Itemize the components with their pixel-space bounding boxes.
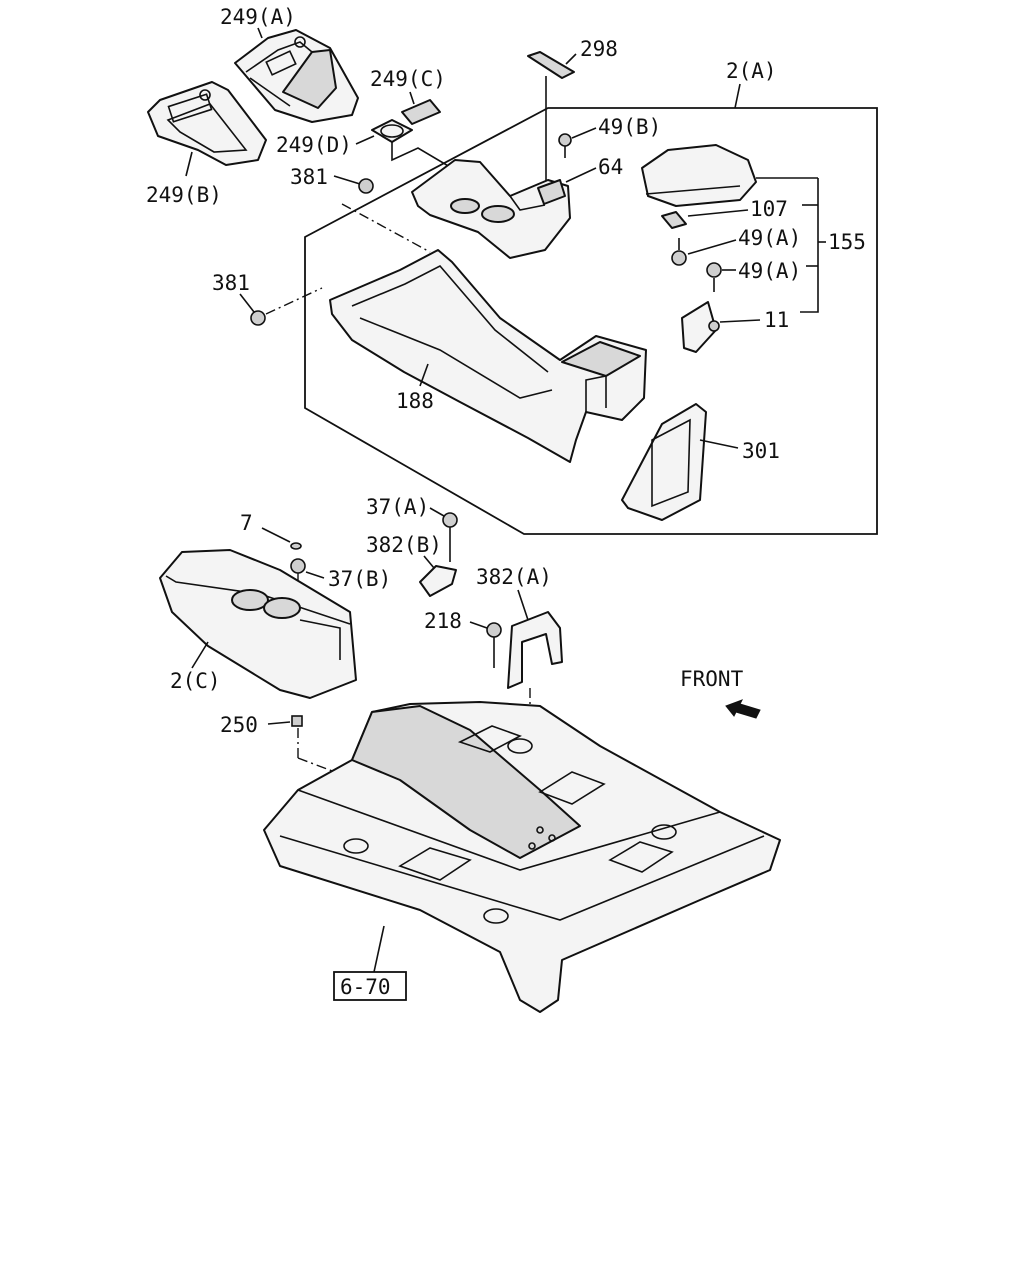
part-107-hinge [661, 211, 687, 229]
leader-2a [734, 83, 741, 109]
leader-381-left [239, 293, 255, 313]
leader-7 [261, 527, 291, 543]
leader-107 [687, 209, 749, 217]
label-7: 7 [240, 511, 253, 535]
leader-298 [565, 53, 577, 65]
part-381-left-clip [250, 310, 266, 326]
part-37a-screw [442, 512, 458, 562]
part-249d-cup-ring [371, 119, 413, 143]
leader-37a [429, 507, 445, 517]
part-298-pad [527, 51, 575, 79]
label-382a: 382(A) [476, 565, 552, 589]
part-49b-screw [558, 133, 572, 158]
part-upper-bezel [411, 159, 571, 259]
leader-249d-to-console [391, 142, 473, 181]
leader-249a [257, 27, 263, 39]
label-188: 188 [396, 389, 434, 413]
label-64: 64 [598, 155, 623, 179]
part-floor-panel [263, 701, 781, 1013]
front-arrow-icon [725, 699, 761, 719]
label-381-left: 381 [212, 271, 250, 295]
part-301-side-panel [621, 403, 707, 521]
leader-381-top [333, 175, 361, 185]
leader-250 [267, 721, 291, 725]
part-249b-trim-plate [147, 81, 267, 166]
part-188-console-body [329, 249, 647, 463]
leader-301 [699, 439, 739, 449]
label-107: 107 [750, 197, 788, 221]
part-2c-console [159, 549, 357, 699]
leader-49b [571, 127, 597, 139]
label-11: 11 [764, 308, 789, 332]
label-218: 218 [424, 609, 462, 633]
part-49a-screw-1 [671, 238, 687, 266]
dashline-381-left [265, 287, 323, 315]
part-armrest-lid [641, 144, 757, 207]
label-49b: 49(B) [598, 115, 661, 139]
part-218-bolt [486, 622, 502, 668]
part-7-clip [290, 542, 302, 550]
label-249a: 249(A) [220, 5, 296, 29]
label-301: 301 [742, 439, 780, 463]
leader-249d [355, 135, 375, 145]
ref-box-6-70 [333, 971, 407, 1001]
label-37a: 37(A) [366, 495, 429, 519]
leader-6-70 [373, 925, 385, 973]
leader-188 [419, 363, 429, 387]
label-2a: 2(A) [726, 59, 777, 83]
label-298: 298 [580, 37, 618, 61]
label-49a-2: 49(A) [738, 259, 801, 283]
part-49a-screw-2 [706, 262, 722, 292]
leader-64 [565, 167, 597, 183]
label-ref-6-70: 6-70 [340, 975, 391, 999]
part-382a-bracket [507, 611, 563, 689]
dashline-381-top [341, 203, 431, 253]
leader-49a-1 [687, 239, 737, 255]
leader-2c [191, 641, 209, 669]
label-front: FRONT [680, 667, 744, 691]
label-382b: 382(B) [366, 533, 442, 557]
label-381-top: 381 [290, 165, 328, 189]
label-37b: 37(B) [328, 567, 391, 591]
part-250-clip [291, 715, 303, 727]
label-249b: 249(B) [146, 183, 222, 207]
label-249c: 249(C) [370, 67, 446, 91]
leader-249b [185, 151, 193, 177]
leader-382b [423, 555, 435, 569]
label-155: 155 [828, 230, 866, 254]
label-250: 250 [220, 713, 258, 737]
part-11-latch [681, 301, 720, 353]
leader-37b [305, 571, 325, 579]
assembly-frame-2a [304, 107, 878, 535]
bracket-155 [800, 178, 819, 313]
part-382b-bracket [419, 565, 457, 597]
leader-218 [469, 621, 488, 629]
label-249d: 249(D) [276, 133, 352, 157]
leader-382a [517, 589, 529, 621]
part-381-top-clip [358, 178, 374, 194]
leader-11 [719, 319, 761, 323]
part-249a-shift-trim [234, 29, 359, 123]
part-249c-pad [401, 99, 441, 125]
label-49a-1: 49(A) [738, 226, 801, 250]
leader-249c [409, 91, 415, 105]
label-2c: 2(C) [170, 669, 221, 693]
